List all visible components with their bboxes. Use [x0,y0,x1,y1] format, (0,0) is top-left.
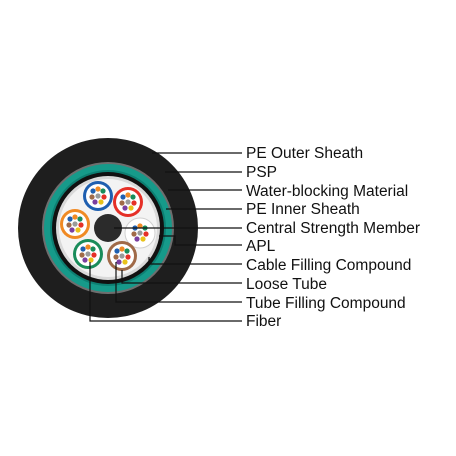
cable-cross-section [18,138,198,318]
leader-cable-filling-compound [148,257,242,265]
leader-tube-filling-compound [115,262,242,303]
label-cable-filling-compound: Cable Filling Compound [246,257,411,274]
labels: PE Outer Sheath PSP Water-blocking Mater… [246,145,420,330]
label-loose-tube: Loose Tube [246,276,327,293]
leader-fiber [89,262,242,322]
label-psp: PSP [246,164,277,181]
label-pe-outer-sheath: PE Outer Sheath [246,145,363,162]
fibers-orange-tube [66,214,84,233]
label-fiber: Fiber [246,313,281,330]
leader-loose-tube [121,270,242,284]
label-water-blocking-material: Water-blocking Material [246,183,408,200]
fibers-green-tube [79,244,97,263]
central-strength-member [94,214,122,242]
label-tube-filling-compound: Tube Filling Compound [246,295,406,312]
leader-apl [159,235,242,246]
label-apl: APL [246,238,276,255]
fibers-brown-tube [113,246,131,265]
label-central-strength-member: Central Strength Member [246,220,420,237]
label-pe-inner-sheath: PE Inner Sheath [246,201,360,218]
fibers-red-tube [119,192,137,211]
leader-lines [89,152,242,322]
fibers-blue-tube [89,186,107,205]
